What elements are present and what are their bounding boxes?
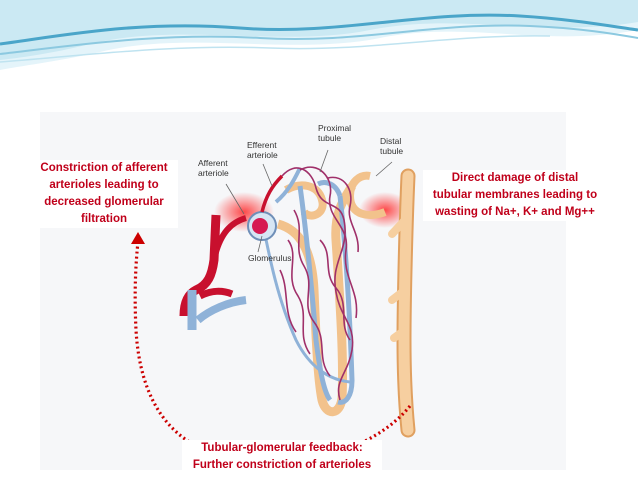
caption-feedback: Tubular-glomerular feedback: Further con… bbox=[182, 440, 382, 474]
caption-afferent-constriction: Constriction of afferent arterioles lead… bbox=[30, 160, 178, 228]
collecting-duct bbox=[404, 176, 408, 430]
glomerulus bbox=[252, 218, 268, 234]
label-glomerulus: Glomerulus bbox=[248, 253, 291, 263]
caption-distal-damage: Direct damage of distal tubular membrane… bbox=[423, 170, 607, 221]
